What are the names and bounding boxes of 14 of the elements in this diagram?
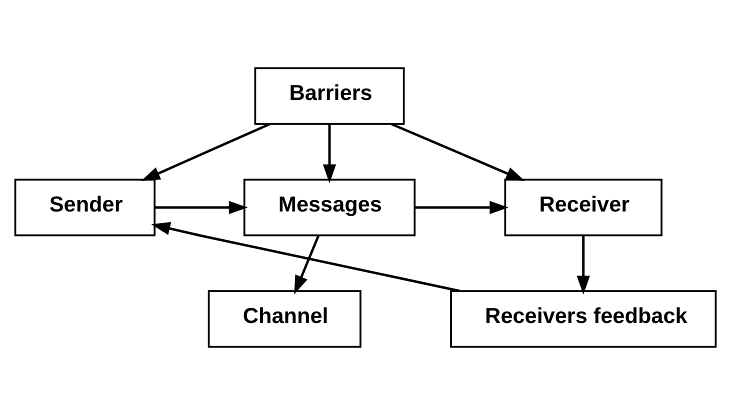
arrow <box>322 124 336 183</box>
arrow <box>415 200 509 214</box>
arrow <box>294 234 320 294</box>
node-box: Receivers feedback <box>450 290 717 348</box>
arrow <box>141 122 270 181</box>
node-box: Receiver <box>504 178 662 236</box>
node-box: Sender <box>14 178 156 236</box>
arrow <box>151 222 460 292</box>
node-box: Barriers <box>254 66 405 124</box>
arrow <box>391 122 525 180</box>
node-box: Channel <box>208 290 362 348</box>
arrow <box>155 200 248 214</box>
node-box: Messages <box>243 178 416 236</box>
arrow <box>576 235 590 294</box>
